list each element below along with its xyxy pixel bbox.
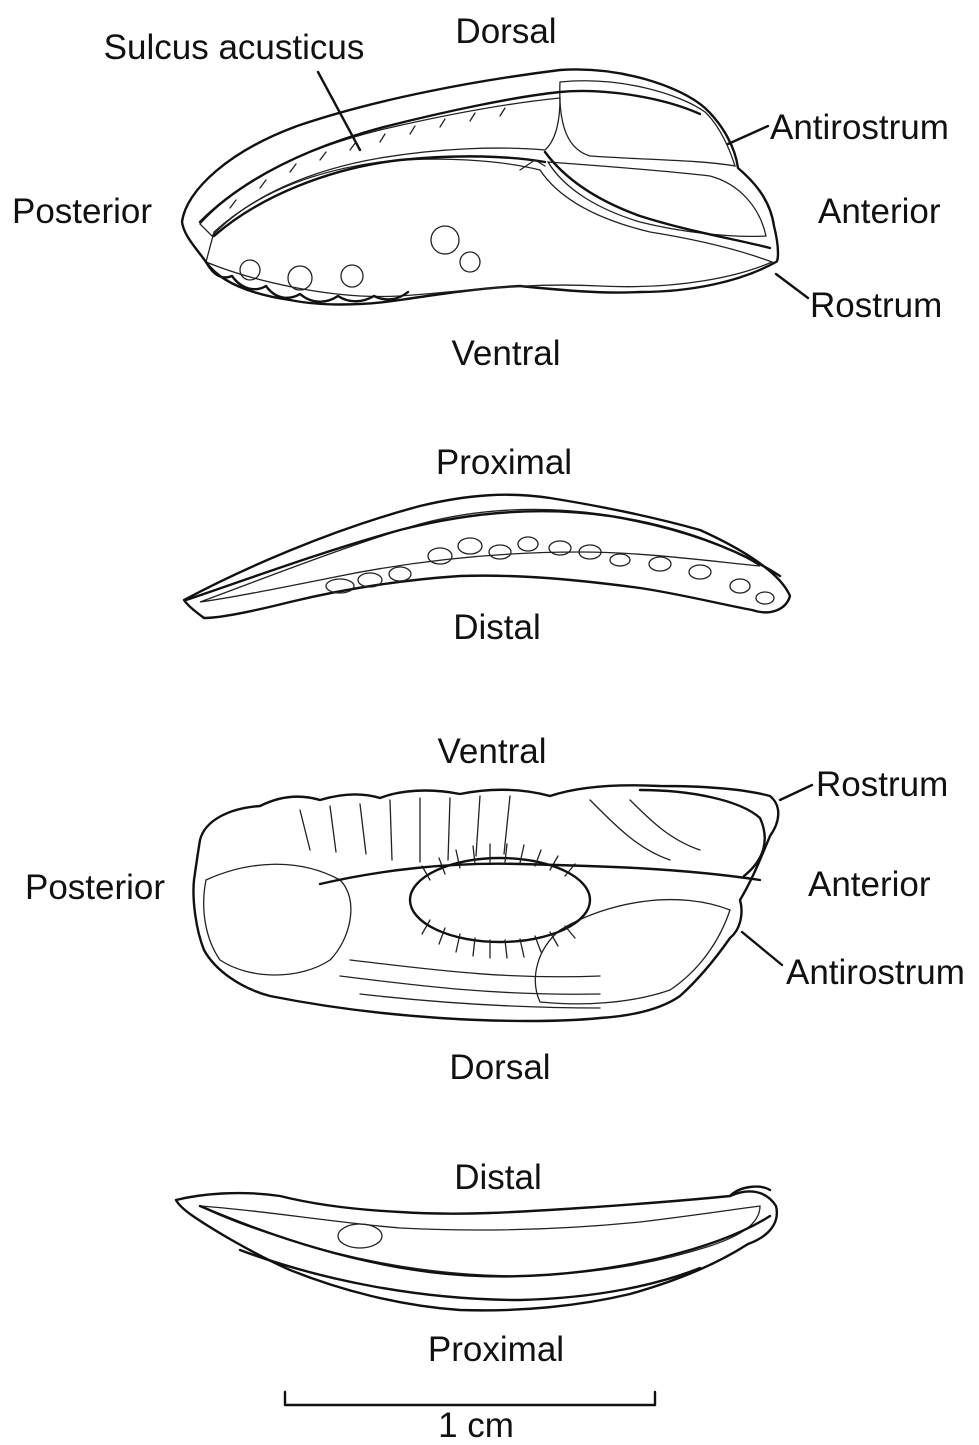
- view-2-label-proximal: Proximal: [436, 445, 572, 480]
- view-3-label-rostrum: Rostrum: [816, 767, 948, 802]
- view-1-label-sulcus-acusticus: Sulcus acusticus: [104, 30, 365, 65]
- view-3-label-dorsal: Dorsal: [449, 1050, 550, 1085]
- view-3-label-posterior: Posterior: [25, 870, 165, 905]
- leader-antirostrum-3: [742, 932, 782, 965]
- view-4-label-proximal: Proximal: [428, 1332, 564, 1367]
- otolith-view-2: [184, 495, 790, 618]
- view-1-label-dorsal: Dorsal: [455, 14, 556, 49]
- leader-antirostrum-1: [728, 126, 768, 144]
- scale-bar-label: 1 cm: [438, 1408, 514, 1443]
- view-1-label-posterior: Posterior: [12, 194, 152, 229]
- otolith-3-outline: [193, 785, 778, 1021]
- view-3-label-anterior: Anterior: [808, 867, 931, 902]
- otolith-view-4: [176, 1187, 777, 1311]
- view-3-label-ventral: Ventral: [438, 734, 547, 769]
- view-1-label-antirostrum: Antirostrum: [770, 110, 949, 145]
- view-4-label-distal: Distal: [454, 1160, 542, 1195]
- scale-bar: [285, 1392, 655, 1405]
- otolith-view-3: [193, 785, 778, 1021]
- otolith-view-1: [182, 69, 778, 304]
- view-1-label-anterior: Anterior: [818, 194, 941, 229]
- view-1-label-rostrum: Rostrum: [810, 288, 942, 323]
- leader-rostrum-3: [780, 785, 812, 800]
- leader-rostrum-1: [776, 274, 808, 298]
- view-2-label-distal: Distal: [453, 610, 541, 645]
- view-3-label-antirostrum: Antirostrum: [786, 955, 965, 990]
- view-1-label-ventral: Ventral: [452, 336, 561, 371]
